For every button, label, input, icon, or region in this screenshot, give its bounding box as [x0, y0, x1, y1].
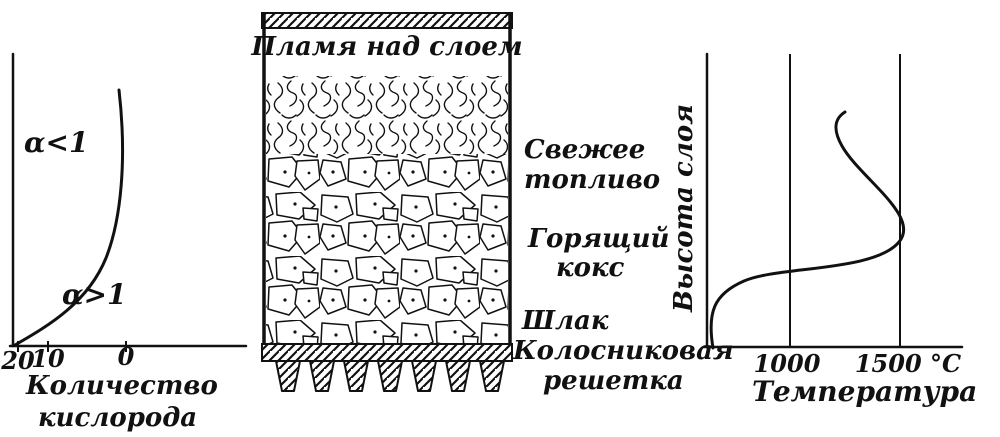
flame-above-layer-label: Пламя над слоем [250, 32, 522, 62]
oxygen-tick-label-20: 20 [0, 346, 35, 375]
fresh-fuel-label-line1: Свежее [524, 135, 645, 165]
oxygen-caption-line2: кислорода [38, 403, 197, 433]
slag-label: Шлак [521, 306, 609, 336]
grate-tooth [411, 360, 437, 392]
furnace-top-hatch [261, 12, 513, 29]
grate-tooth [377, 360, 403, 392]
temperature-tick-label-1500: 1500 °C [855, 349, 961, 378]
grate-tooth [309, 360, 335, 392]
coke-texture [266, 154, 508, 344]
grate-bar [261, 343, 513, 362]
grate-tooth [479, 360, 505, 392]
furnace-diagram: Пламя над слоем Свежее топливо Горящий к… [250, 12, 734, 396]
oxygen-tick-label-10: 10 [31, 344, 65, 373]
oxygen-curve [13, 88, 125, 347]
temperature-chart-y-label: Высота слоя [669, 104, 699, 313]
temperature-chart: Высота слоя 1000 1500 °C Температура [669, 52, 977, 408]
temperature-curve [709, 110, 906, 350]
grate-teeth [275, 360, 505, 392]
grate-tooth [445, 360, 471, 392]
grate-label-line2: решетка [543, 366, 684, 396]
oxygen-caption-line1: Количество [25, 371, 218, 401]
grate-tooth [343, 360, 369, 392]
temperature-tick-label-1000: 1000 [754, 349, 821, 378]
grate-label-line1: Колосниковая [512, 336, 734, 366]
temperature-caption: Температура [752, 375, 977, 408]
fresh-fuel-label-line2: топливо [524, 165, 660, 195]
oxygen-tick-label-0: 0 [118, 342, 135, 371]
flame-texture [266, 76, 508, 154]
burning-coke-label-line2: кокс [556, 253, 625, 283]
oxygen-chart: α<1 α>1 20 10 0 Количество кислорода [0, 52, 248, 433]
burning-coke-label-line1: Горящий [527, 224, 669, 254]
grate-tooth [275, 360, 301, 392]
alpha-less-than-1-label: α<1 [24, 126, 89, 159]
alpha-greater-than-1-label: α>1 [62, 278, 127, 311]
